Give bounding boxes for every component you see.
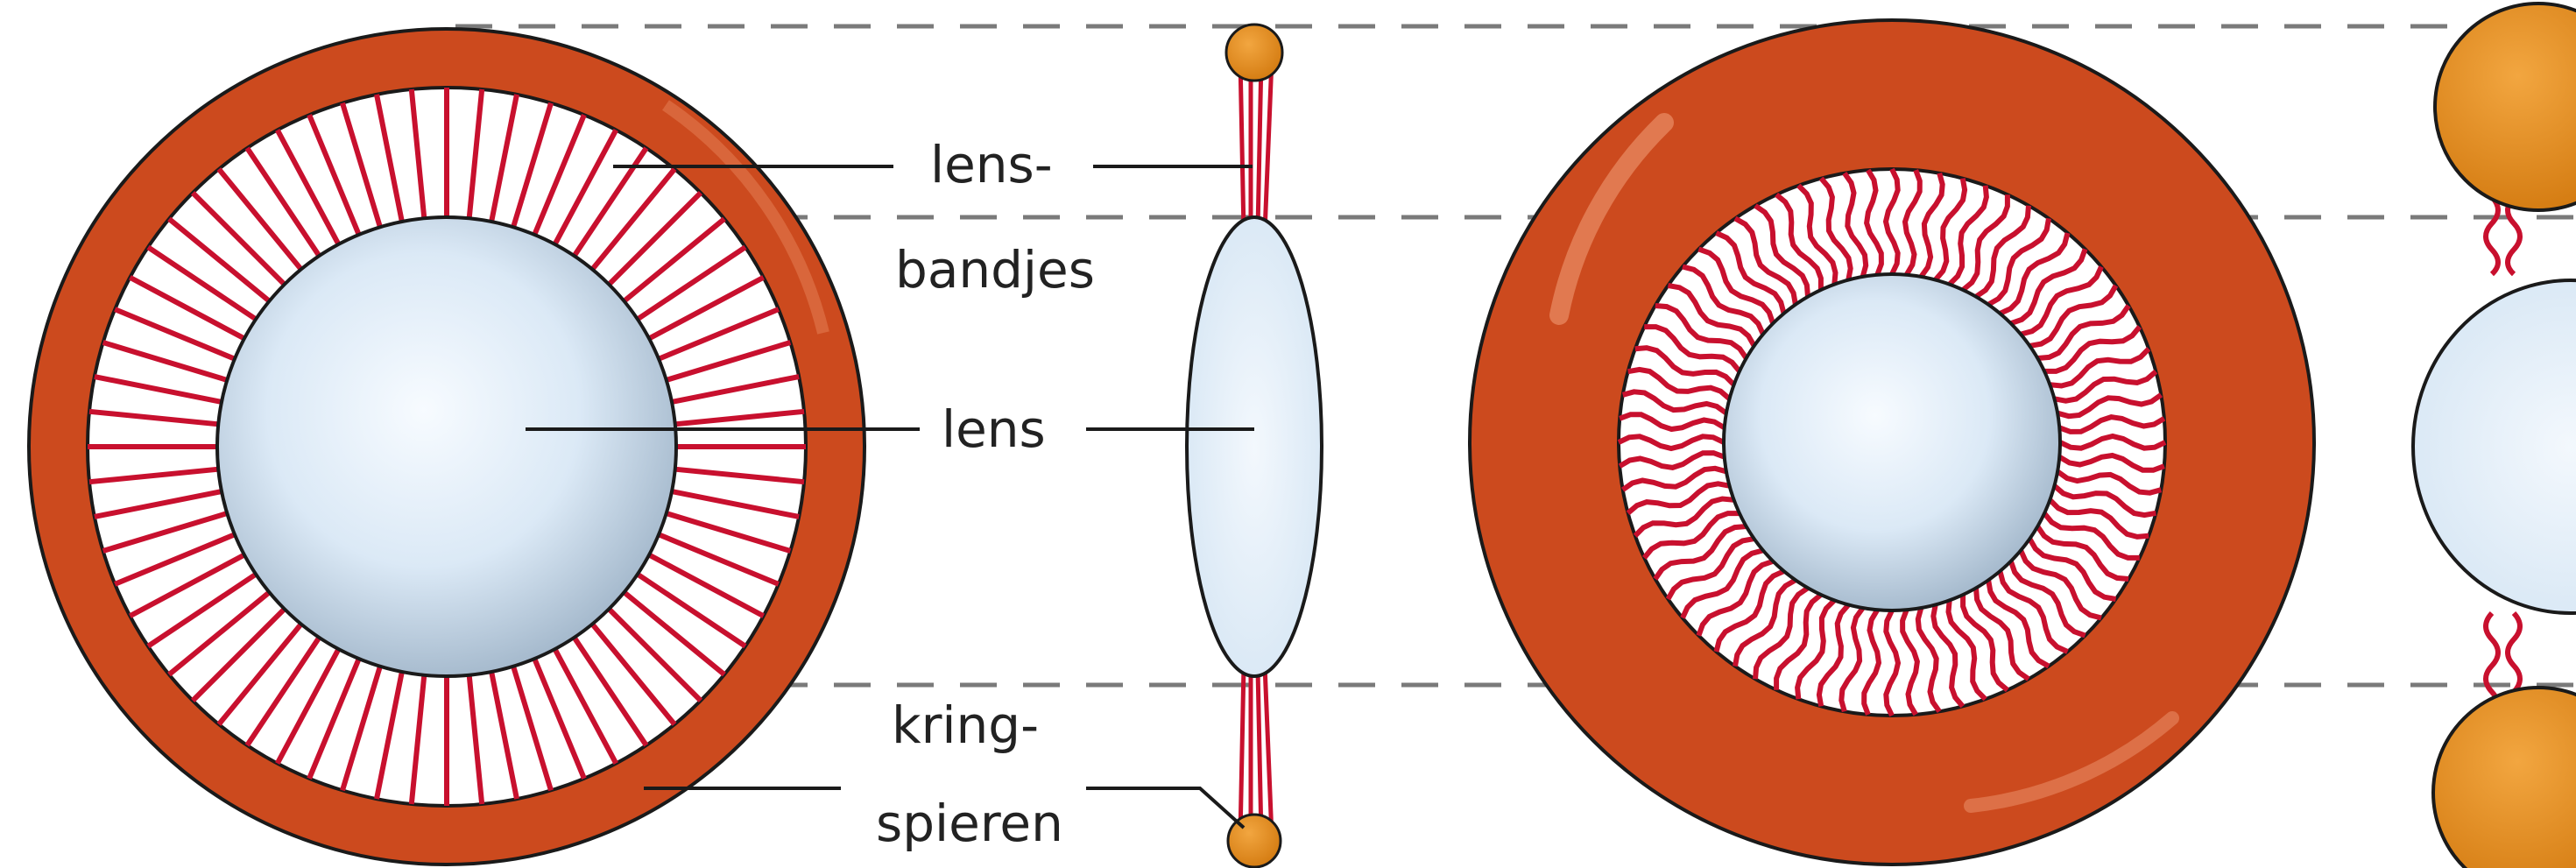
lens-front-view-left — [217, 217, 676, 676]
label-lensbandjes-line1: lens- — [930, 135, 1053, 194]
lens-side-view-far — [1187, 25, 1322, 867]
lens-side-far — [1187, 217, 1322, 676]
eye-far-vision — [29, 29, 865, 864]
lens-side-near — [2413, 280, 2576, 613]
lens-front-view-right — [1724, 274, 2060, 610]
label-kringspieren-line2: spieren — [876, 794, 1063, 853]
fiber — [1265, 60, 1272, 232]
lens-side-view-near — [2413, 4, 2576, 868]
label-kringspieren-line1: kring- — [892, 695, 1039, 755]
fiber — [1240, 666, 1244, 836]
nodule-top-right — [2435, 4, 2576, 210]
leader-kringspieren-right — [1086, 788, 1244, 828]
label-kringspieren: kring- spieren — [841, 695, 1086, 853]
nodule-top-left — [1226, 25, 1282, 81]
eye-near-vision — [1470, 20, 2314, 864]
label-lens-text: lens — [942, 399, 1046, 459]
fiber — [1258, 60, 1261, 229]
label-lens: lens — [921, 394, 1084, 460]
fiber — [1265, 666, 1272, 836]
fiber — [1258, 669, 1261, 836]
fiber — [1240, 60, 1244, 232]
nodule-bottom-right — [2433, 688, 2576, 868]
label-lensbandjes-line2: bandjes — [895, 240, 1095, 300]
